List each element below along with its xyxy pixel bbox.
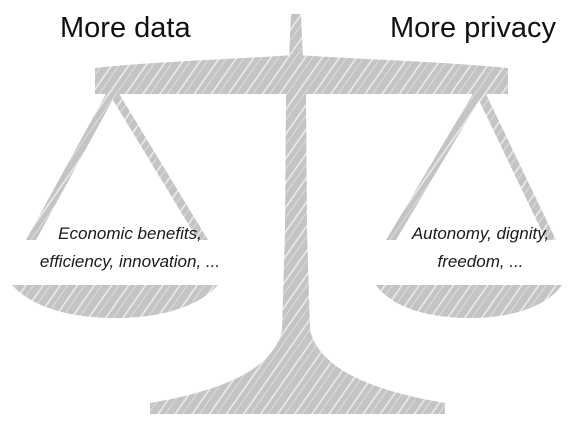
left-pan	[12, 285, 218, 318]
right-pan-strings	[386, 92, 556, 240]
left-pan-line-2: efficiency, innovation, ...	[39, 252, 221, 271]
left-pan-line-1: Economic benefits,	[58, 224, 202, 243]
scale-pillar	[150, 14, 445, 414]
more-data-heading: More data	[60, 12, 191, 44]
left-pan-strings	[26, 92, 208, 240]
right-pan-label: Autonomy, dignity, freedom, ...	[388, 220, 573, 276]
left-pan-label: Economic benefits, efficiency, innovatio…	[0, 220, 260, 276]
right-pan-line-2: freedom, ...	[437, 252, 524, 271]
scale-beam	[95, 55, 508, 94]
right-pan-line-1: Autonomy, dignity,	[411, 224, 550, 243]
right-pan	[376, 285, 562, 318]
more-privacy-heading: More privacy	[390, 12, 556, 44]
